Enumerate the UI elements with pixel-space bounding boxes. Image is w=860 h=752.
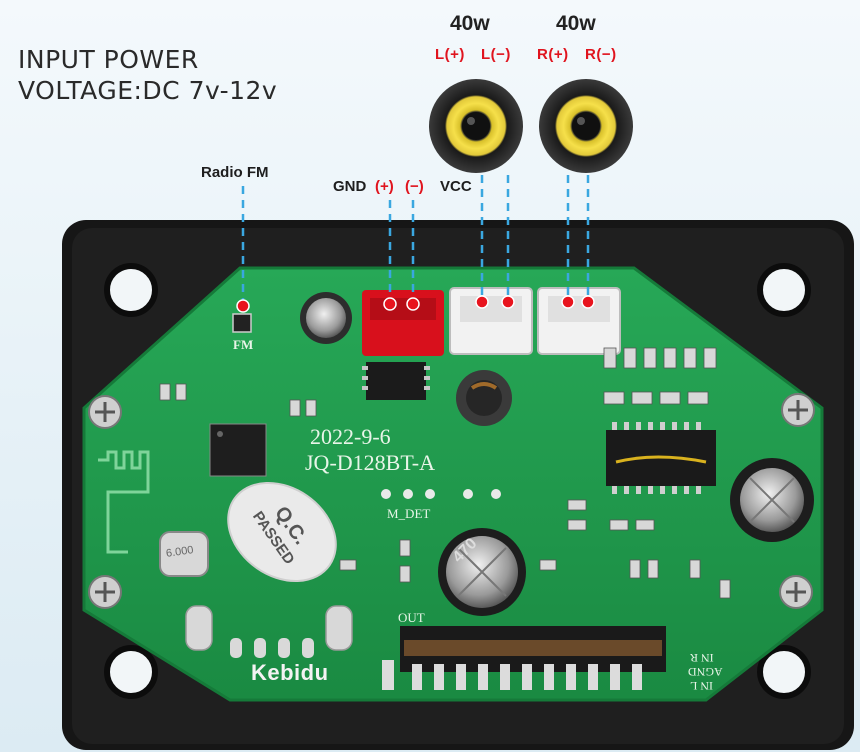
input-power-label: INPUT POWER VOLTAGE:DC 7v-12v bbox=[18, 44, 277, 106]
pin-dots bbox=[236, 295, 595, 313]
power-plus-label: (+) bbox=[375, 178, 394, 195]
pcb-board bbox=[82, 266, 824, 702]
brand-watermark: Kebidu bbox=[251, 660, 329, 685]
input-power-line2: VOLTAGE:DC 7v-12v bbox=[18, 76, 278, 105]
out-label: OUT bbox=[398, 610, 425, 625]
small-capacitor bbox=[300, 292, 352, 344]
agnd-label: AGND bbox=[688, 665, 723, 679]
screw-icons bbox=[88, 393, 815, 609]
right-minus-label: R(−) bbox=[585, 46, 617, 63]
leader-lines bbox=[241, 175, 590, 300]
right-speaker-icon bbox=[539, 79, 633, 173]
mount-hole-bl bbox=[104, 645, 158, 699]
mount-hole-br bbox=[757, 645, 811, 699]
mount-hole-tl bbox=[104, 263, 158, 317]
vcc-label: VCC bbox=[440, 178, 472, 195]
qc-sticker bbox=[227, 481, 337, 583]
m-det-label: M_DET bbox=[387, 506, 431, 521]
mount-hole-tr bbox=[757, 263, 811, 317]
right-plus-label: R(+) bbox=[537, 46, 569, 63]
board-model: JQ-D128BT-A bbox=[305, 450, 435, 475]
left-speaker-icon bbox=[429, 79, 523, 173]
main-capacitor bbox=[438, 528, 526, 616]
crystal-oscillator bbox=[159, 531, 209, 577]
board-date: 2022-9-6 bbox=[310, 424, 391, 449]
left-speaker-watt: 40w bbox=[450, 12, 490, 35]
gnd-label: GND bbox=[333, 178, 367, 195]
in-r-label: IN R bbox=[690, 651, 714, 665]
power-minus-label: (−) bbox=[405, 178, 424, 195]
radio-fm-label: Radio FM bbox=[201, 164, 269, 181]
right-speaker-watt: 40w bbox=[556, 12, 596, 35]
left-plus-label: L(+) bbox=[435, 46, 465, 63]
right-capacitor bbox=[730, 458, 814, 542]
in-l-label: IN L bbox=[690, 679, 713, 693]
fm-silk-label: FM bbox=[233, 337, 254, 352]
left-minus-label: L(−) bbox=[481, 46, 511, 63]
dip-ic bbox=[366, 362, 426, 400]
bt-antenna-trace bbox=[98, 450, 150, 554]
input-power-line1: INPUT POWER bbox=[18, 45, 199, 74]
